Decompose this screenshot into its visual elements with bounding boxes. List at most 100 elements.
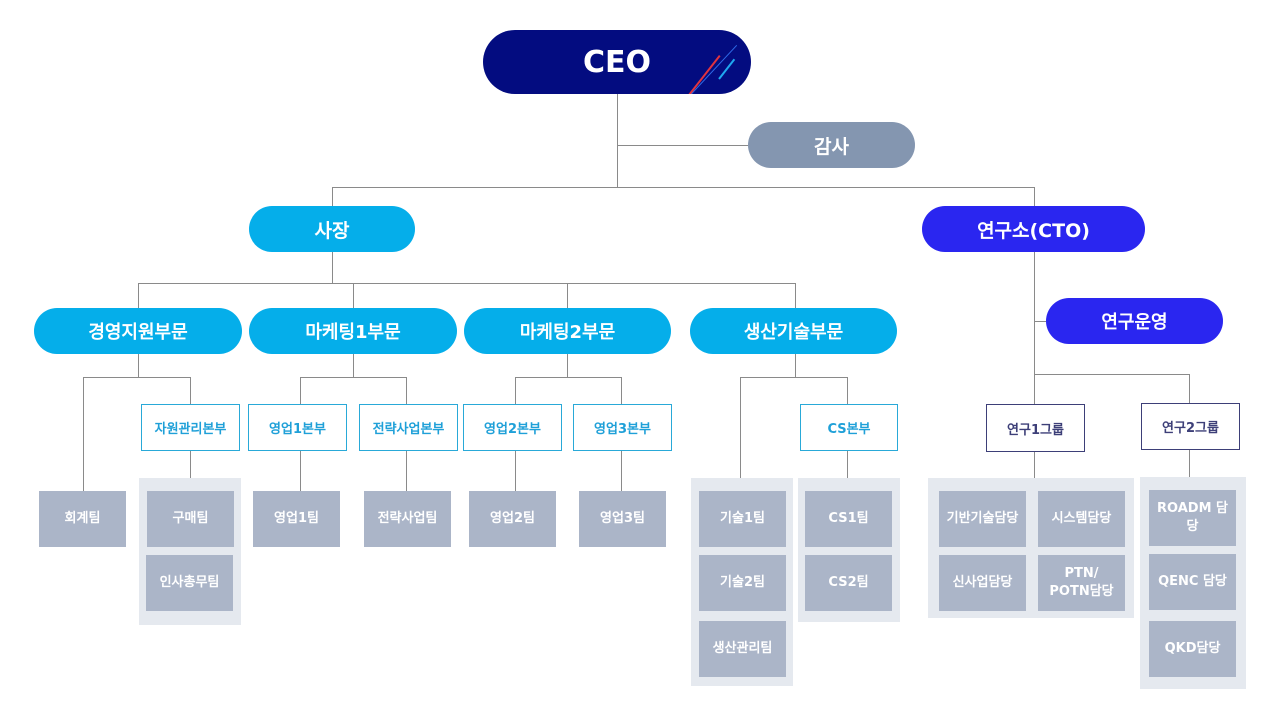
cto-node[interactable]: 연구소(CTO): [922, 206, 1145, 252]
team-cs2[interactable]: CS2팀: [805, 555, 892, 611]
research-ops-node[interactable]: 연구운영: [1046, 298, 1223, 344]
hq-resource-management[interactable]: 자원관리본부: [141, 404, 240, 451]
connector-line: [300, 377, 407, 378]
ceo-label: CEO: [582, 44, 651, 80]
connector-line: [740, 377, 848, 378]
connector-line: [353, 283, 354, 309]
team-tech1[interactable]: 기술1팀: [699, 491, 786, 547]
hq-sales2[interactable]: 영업2본부: [463, 404, 562, 451]
connector-line: [1034, 374, 1035, 404]
connector-line: [1189, 374, 1190, 404]
president-label: 사장: [314, 219, 350, 242]
team-label: 신사업담당: [952, 575, 1013, 591]
hq-label: 자원관리본부: [154, 422, 227, 437]
connector-line: [515, 450, 516, 491]
research-group-label: 연구2그룹: [1162, 421, 1219, 436]
team-ptn-potn[interactable]: PTN/ POTN담당: [1038, 555, 1125, 611]
team-label: QENC 담당: [1158, 574, 1227, 590]
team-production-mgmt[interactable]: 생산관리팀: [699, 621, 786, 677]
connector-line: [332, 187, 1035, 188]
connector-line: [406, 450, 407, 491]
connector-line: [740, 377, 741, 478]
division-production-tech[interactable]: 생산기술부문: [690, 308, 897, 354]
team-label: 시스템담당: [1051, 511, 1112, 527]
connector-line: [300, 377, 301, 404]
connector-line: [332, 252, 333, 283]
connector-line: [1034, 252, 1035, 375]
connector-line: [1034, 321, 1046, 322]
team-tech2[interactable]: 기술2팀: [699, 555, 786, 611]
decorative-stripe-icon: [688, 54, 721, 94]
president-node[interactable]: 사장: [249, 206, 415, 252]
team-strategy[interactable]: 전략사업팀: [364, 491, 451, 547]
connector-line: [300, 450, 301, 491]
team-label: QKD담당: [1164, 641, 1221, 657]
team-label: 회계팀: [64, 511, 101, 527]
hq-label: 영업3본부: [594, 422, 651, 437]
team-sales2[interactable]: 영업2팀: [469, 491, 556, 547]
connector-line: [138, 283, 139, 309]
division-label: 생산기술부문: [743, 322, 844, 343]
hq-label: CS본부: [827, 422, 871, 437]
connector-line: [617, 145, 748, 146]
connector-line: [1189, 449, 1190, 477]
team-sales3[interactable]: 영업3팀: [579, 491, 666, 547]
team-label: 기술1팀: [720, 511, 765, 527]
hq-cs[interactable]: CS본부: [800, 404, 898, 451]
research-group-label: 연구1그룹: [1007, 422, 1064, 438]
team-label: 영업1팀: [274, 511, 319, 527]
connector-line: [847, 450, 848, 478]
team-system[interactable]: 시스템담당: [1038, 491, 1125, 547]
division-management-support[interactable]: 경영지원부문: [34, 308, 242, 354]
hq-sales1[interactable]: 영업1본부: [248, 404, 347, 451]
team-label: 영업2팀: [490, 511, 535, 527]
research-group-2[interactable]: 연구2그룹: [1141, 403, 1240, 450]
team-label: CS2팀: [828, 575, 869, 591]
hq-label: 영업1본부: [269, 422, 326, 437]
connector-line: [617, 94, 618, 187]
connector-line: [847, 377, 848, 404]
connector-line: [83, 377, 191, 378]
research-ops-label: 연구운영: [1101, 312, 1168, 333]
audit-node[interactable]: 감사: [748, 122, 915, 168]
connector-line: [795, 354, 796, 378]
connector-line: [1034, 374, 1190, 375]
team-label: ROADM 담당: [1157, 501, 1228, 534]
connector-line: [515, 377, 516, 404]
connector-line: [332, 187, 333, 207]
team-label: 인사총무팀: [159, 575, 220, 591]
team-accounting[interactable]: 회계팀: [39, 491, 126, 547]
connector-line: [621, 377, 622, 404]
connector-line: [1034, 451, 1035, 478]
team-label: 전략사업팀: [377, 511, 438, 527]
connector-line: [795, 283, 796, 309]
division-label: 경영지원부문: [88, 322, 188, 343]
team-label: 영업3팀: [600, 511, 645, 527]
hq-strategic-business[interactable]: 전략사업본부: [359, 404, 458, 451]
team-hr-general[interactable]: 인사총무팀: [146, 555, 233, 611]
hq-sales3[interactable]: 영업3본부: [573, 404, 672, 451]
division-label: 마케팅2부문: [519, 322, 616, 343]
research-group-1[interactable]: 연구1그룹: [986, 404, 1085, 452]
team-base-tech[interactable]: 기반기술담당: [939, 491, 1026, 547]
division-marketing1[interactable]: 마케팅1부문: [249, 308, 457, 354]
connector-line: [83, 377, 84, 491]
team-label: CS1팀: [828, 511, 869, 527]
ceo-node[interactable]: CEO: [483, 30, 751, 94]
division-marketing2[interactable]: 마케팅2부문: [464, 308, 671, 354]
team-qenc[interactable]: QENC 담당: [1149, 554, 1236, 610]
team-label: 구매팀: [172, 511, 209, 527]
team-roadm[interactable]: ROADM 담당: [1149, 490, 1236, 546]
hq-label: 전략사업본부: [372, 422, 445, 437]
team-cs1[interactable]: CS1팀: [805, 491, 892, 547]
connector-line: [353, 354, 354, 378]
division-label: 마케팅1부문: [305, 322, 401, 343]
team-sales1[interactable]: 영업1팀: [253, 491, 340, 547]
team-new-business[interactable]: 신사업담당: [939, 555, 1026, 611]
connector-line: [515, 377, 622, 378]
team-purchasing[interactable]: 구매팀: [147, 491, 234, 547]
connector-line: [1034, 187, 1035, 207]
connector-line: [138, 283, 796, 284]
team-qkd[interactable]: QKD담당: [1149, 621, 1236, 677]
connector-line: [190, 377, 191, 404]
